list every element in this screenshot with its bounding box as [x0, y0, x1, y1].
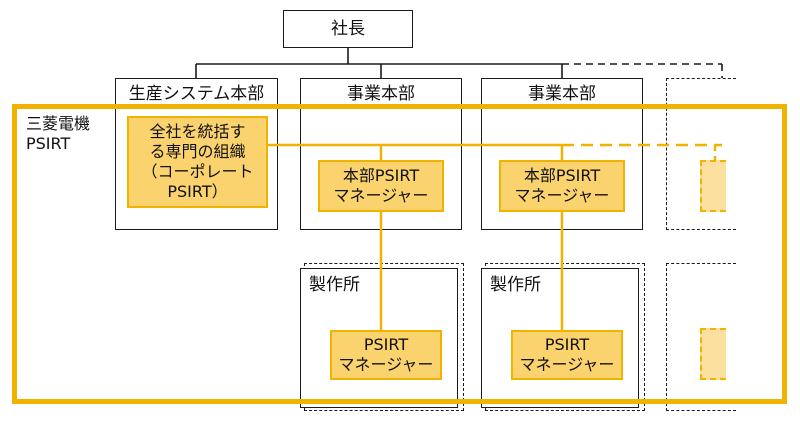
division-psirt-line: マネージャー	[333, 186, 429, 205]
plant-label: 製作所	[490, 275, 541, 295]
plant-psirt-line: マネージャー	[338, 355, 434, 374]
corporate-psirt-line: る専門の組織	[149, 142, 246, 161]
division-psirt-placeholder	[700, 160, 726, 212]
plant-label: 製作所	[309, 275, 360, 295]
plant-psirt-manager-box: PSIRT マネージャー	[330, 330, 442, 380]
plant-psirt-line: PSIRT	[363, 335, 409, 354]
psirt-group-label-line: PSIRT	[26, 134, 71, 153]
division-label: 事業本部	[347, 84, 415, 104]
corporate-psirt-line: 全社を統括す	[149, 122, 246, 141]
division-label: 事業本部	[528, 84, 596, 104]
division-box-placeholder	[666, 78, 736, 230]
plant-psirt-placeholder	[700, 328, 726, 380]
plant-psirt-manager-box: PSIRT マネージャー	[511, 330, 623, 380]
plant-psirt-line: マネージャー	[519, 355, 615, 374]
president-box: 社長	[283, 10, 413, 48]
plant-psirt-line: PSIRT	[544, 335, 590, 354]
division-psirt-line: 本部PSIRT	[342, 166, 420, 185]
corporate-psirt-line: PSIRT）	[167, 182, 228, 201]
division-psirt-manager-box: 本部PSIRT マネージャー	[499, 160, 625, 212]
psirt-group-label: 三菱電機 PSIRT	[26, 114, 90, 154]
division-label: 生産システム本部	[128, 84, 265, 104]
division-psirt-line: 本部PSIRT	[523, 166, 601, 185]
corporate-psirt-line: （コーポレート	[141, 162, 254, 181]
division-psirt-line: マネージャー	[514, 186, 610, 205]
psirt-group-frame	[12, 104, 787, 404]
division-psirt-manager-box: 本部PSIRT マネージャー	[318, 160, 444, 212]
corporate-psirt-box: 全社を統括す る専門の組織 （コーポレート PSIRT）	[127, 116, 268, 208]
president-label: 社長	[331, 19, 365, 39]
psirt-group-label-line: 三菱電機	[26, 114, 91, 133]
plant-box-placeholder	[666, 263, 736, 411]
